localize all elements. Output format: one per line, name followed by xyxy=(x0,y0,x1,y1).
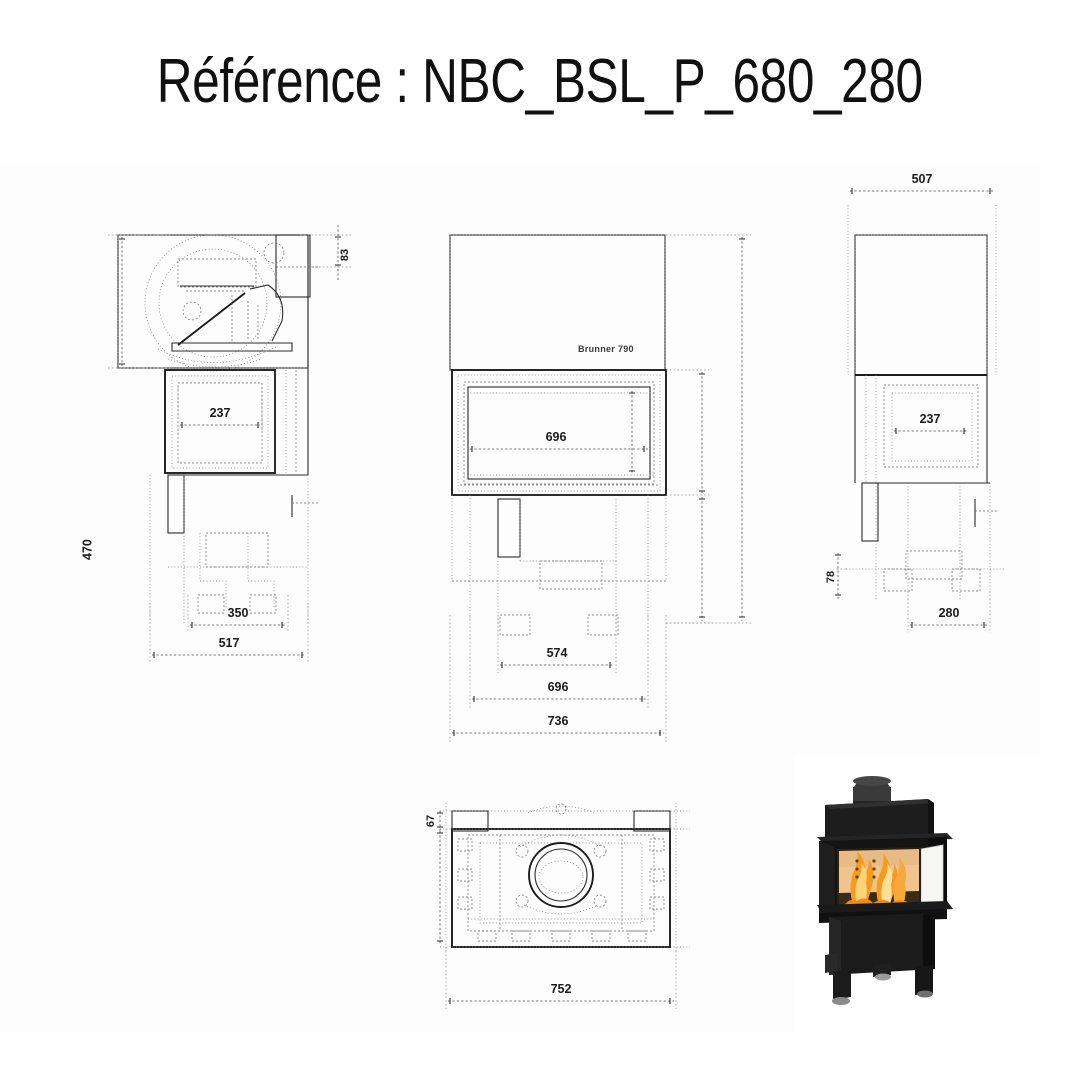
dim-696-body: 696 xyxy=(548,680,569,694)
view-side-elevation-left: 470 83 237 350 xyxy=(81,225,352,663)
dim-350: 350 xyxy=(228,606,249,620)
dim-78: 78 xyxy=(825,571,837,583)
dim-237-right: 237 xyxy=(920,412,941,426)
panel-bottom-margin xyxy=(0,1032,1080,1080)
dim-574: 574 xyxy=(547,646,568,660)
flame-right xyxy=(893,857,907,905)
title-bar: Référence : NBC_BSL_P_680_280 xyxy=(0,0,1080,163)
product-photo-illustration xyxy=(795,757,1040,1032)
view-front-elevation-center: Brunner 790 xyxy=(449,234,752,743)
side-glass xyxy=(921,845,943,905)
dim-237-left: 237 xyxy=(210,406,231,420)
fire-window xyxy=(837,847,921,907)
page-title: Référence : NBC_BSL_P_680_280 xyxy=(157,47,923,116)
dim-696-glass: 696 xyxy=(546,430,567,444)
dim-83: 83 xyxy=(339,249,351,261)
technical-drawing-panel: 470 83 237 350 xyxy=(0,163,1040,1032)
pedestal-base xyxy=(825,913,935,1005)
dim-280: 280 xyxy=(939,606,960,620)
dim-507: 507 xyxy=(912,172,933,186)
dim-517: 517 xyxy=(219,636,240,650)
dim-752: 752 xyxy=(551,982,572,996)
product-photo xyxy=(795,757,1040,1032)
panel-right-margin xyxy=(1040,163,1080,1032)
view-side-elevation-right: 507 237 xyxy=(825,172,1004,633)
dim-736: 736 xyxy=(548,714,569,728)
drawing-canvas: 470 83 237 350 xyxy=(81,172,1004,1009)
brand-logo-text: Brunner 790 xyxy=(578,344,634,354)
dim-67: 67 xyxy=(425,815,437,827)
view-plan-bottom: 67 435 752 xyxy=(425,803,690,1009)
dim-470: 470 xyxy=(81,539,95,560)
